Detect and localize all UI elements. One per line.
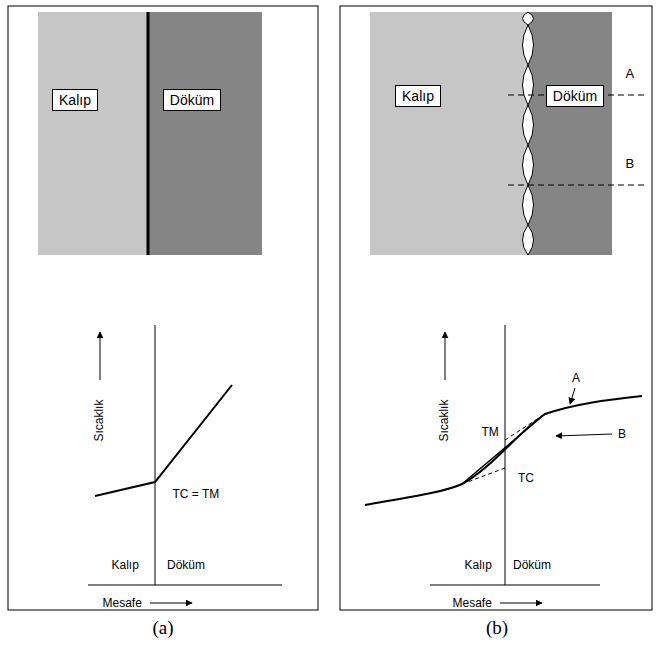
- region-name: Döküm: [170, 92, 214, 108]
- distance-axis: [88, 585, 282, 586]
- casting-region: [528, 12, 612, 255]
- profile-b: [462, 414, 545, 484]
- region-name: Döküm: [553, 88, 597, 104]
- leader-arrow: [556, 434, 612, 436]
- axis-arrow: [445, 332, 446, 380]
- section-label: B: [626, 157, 635, 171]
- section-label: A: [626, 67, 635, 81]
- temperature-label: TC: [518, 472, 534, 485]
- axis-title: Sıcaklık: [438, 399, 451, 441]
- casting-region: [148, 12, 262, 255]
- region-label-box: Döküm: [163, 89, 221, 111]
- region-name: Kalıp: [59, 92, 91, 108]
- mould-region: [38, 12, 148, 255]
- region-label-box: Döküm: [546, 85, 604, 107]
- axis-title: Mesafe: [103, 597, 142, 610]
- axis-arrow: [100, 332, 101, 380]
- region-name: Döküm: [167, 559, 205, 572]
- temperature-curve: [365, 396, 642, 505]
- axis-title: Sıcaklık: [93, 399, 106, 441]
- panel-frame: [8, 6, 318, 610]
- region-name: Kalıp: [402, 88, 434, 104]
- panel-frame: [340, 6, 652, 610]
- interface-axis: [155, 325, 156, 585]
- interface-line: [147, 12, 150, 255]
- region-name: Döküm: [513, 559, 551, 572]
- leader-arrow: [570, 388, 575, 404]
- region-name: Kalıp: [465, 559, 492, 572]
- panel-caption: (b): [486, 618, 508, 639]
- axis-arrow: [150, 603, 192, 604]
- air-gap: [523, 12, 534, 255]
- extrapolation-line: [462, 414, 545, 484]
- region-label-box: Kalıp: [52, 89, 98, 111]
- region-label-box: Kalıp: [395, 85, 441, 107]
- temperature-curve: [95, 385, 232, 496]
- region-name: Kalıp: [112, 559, 139, 572]
- profile-label: A: [572, 372, 580, 385]
- interface-axis: [505, 325, 506, 585]
- section-line: [508, 185, 648, 186]
- panel-caption: (a): [153, 618, 174, 639]
- distance-axis: [430, 585, 600, 586]
- axis-title: Mesafe: [453, 597, 492, 610]
- profile-label: B: [618, 428, 626, 441]
- axis-arrow: [500, 603, 542, 604]
- mould-region: [370, 12, 528, 255]
- temperature-label: TM: [482, 426, 499, 439]
- temperature-label: TC = TM: [173, 488, 220, 501]
